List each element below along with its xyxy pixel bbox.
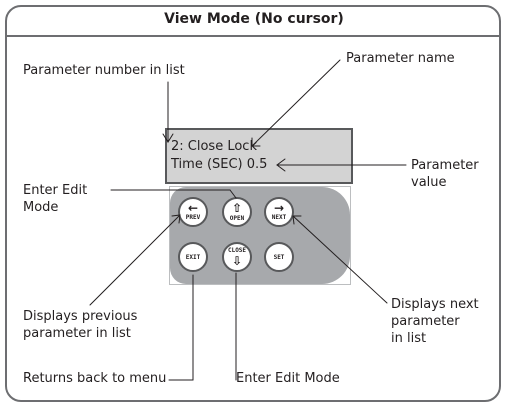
close-button[interactable]: CLOSE ⇩	[222, 242, 252, 272]
label-enter-edit-line1: Enter Edit	[23, 183, 88, 198]
next-button[interactable]: → NEXT	[264, 197, 294, 227]
label-next-line1: Displays next	[391, 297, 479, 312]
label-parameter-number: Parameter number in list	[23, 63, 185, 78]
label-parameter-name: Parameter name	[346, 51, 455, 66]
lcd-display: 2: Close Lock Time (SEC) 0.5	[165, 128, 353, 184]
label-previous-line2: parameter in list	[23, 326, 131, 341]
right-arrow-icon: →	[273, 201, 285, 215]
label-parameter-value-line1: Parameter	[411, 158, 479, 173]
leader-previous	[89, 214, 181, 306]
arrowhead-parameter-number	[162, 133, 174, 143]
arrowhead-previous	[171, 214, 181, 224]
exit-button[interactable]: EXIT	[178, 242, 208, 272]
down-arrow-icon: ⇩	[231, 254, 243, 268]
label-parameter-value-line2: value	[411, 175, 447, 190]
next-button-label: NEXT	[271, 214, 287, 221]
leader-parameter-name	[251, 59, 341, 147]
arrowhead-next	[292, 215, 302, 225]
prev-button[interactable]: ← PREV	[178, 197, 208, 227]
left-arrow-icon: ←	[187, 201, 199, 215]
label-returns-menu: Returns back to menu	[23, 371, 167, 386]
set-button-label: SET	[273, 254, 285, 261]
leader-next	[292, 215, 388, 304]
exit-button-label: EXIT	[185, 254, 201, 261]
prev-button-label: PREV	[185, 214, 201, 221]
label-next-line2: parameter	[391, 314, 460, 329]
label-enter-edit-bottom: Enter Edit Mode	[236, 371, 340, 386]
label-next-line3: in list	[391, 331, 427, 346]
leader-enter-edit-tip	[229, 189, 237, 199]
arrowhead-parameter-name	[251, 137, 261, 147]
diagram-title: View Mode (No cursor)	[164, 11, 344, 27]
set-button[interactable]: SET	[264, 242, 294, 272]
lcd-line-2: Time (SEC) 0.5	[171, 157, 268, 172]
open-button-label: OPEN	[229, 215, 245, 222]
close-button-label: CLOSE	[227, 247, 247, 254]
label-enter-edit-line2: Mode	[23, 200, 59, 215]
open-button[interactable]: ⇧ OPEN	[222, 197, 252, 227]
lcd-line-1: 2: Close Lock	[171, 139, 257, 154]
up-arrow-icon: ⇧	[231, 201, 243, 215]
arrowhead-parameter-value	[276, 158, 286, 172]
label-previous-line1: Displays previous	[23, 309, 138, 324]
title-divider	[6, 35, 501, 37]
diagram-frame	[5, 5, 501, 402]
